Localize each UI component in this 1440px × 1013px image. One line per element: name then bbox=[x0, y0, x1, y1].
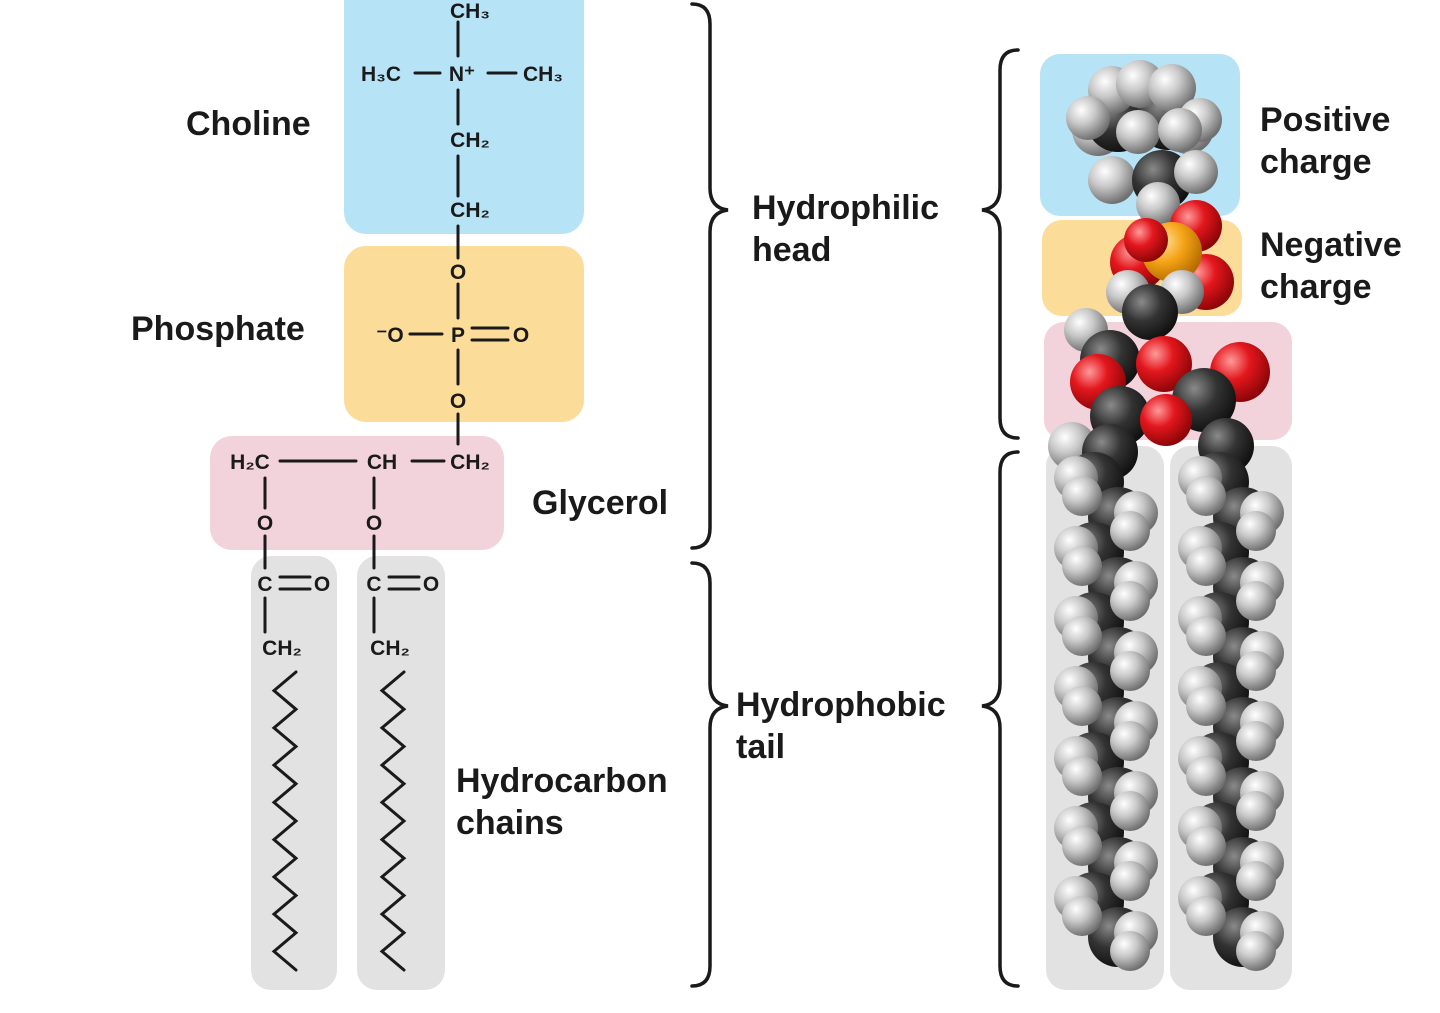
formula-bonds bbox=[263, 20, 518, 972]
glycerol-h2c-label: H₂C bbox=[230, 451, 270, 474]
phosphate-oxygen-top: O bbox=[450, 261, 466, 284]
space-filling-head-atoms bbox=[1048, 60, 1270, 480]
hydrocarbon-chain-region-1 bbox=[251, 556, 337, 990]
hydrogen-atom bbox=[1110, 581, 1150, 621]
hydrogen-atom bbox=[1110, 511, 1150, 551]
hydrogen-atom bbox=[1062, 476, 1102, 516]
hydrogen-atom bbox=[1236, 791, 1276, 831]
hydrogen-atom bbox=[1062, 756, 1102, 796]
hydrocarbon-zigzag-2 bbox=[379, 670, 407, 972]
ester-oxygen-2: O bbox=[366, 512, 382, 535]
hydrophobic-label-line2: tail bbox=[736, 728, 786, 766]
carbonyl-oxygen-2: O bbox=[423, 573, 439, 596]
hydrogen-atom bbox=[1088, 156, 1136, 204]
positive-charge-label: Positive charge bbox=[1260, 99, 1390, 183]
hydrogen-atom bbox=[1062, 616, 1102, 656]
carbon-atom bbox=[1122, 284, 1178, 340]
hydrogen-atom bbox=[1236, 931, 1276, 971]
methyl-left-label: H₃C bbox=[361, 63, 401, 86]
carbonyl-carbon-1: C bbox=[257, 573, 272, 596]
hydrocarbon-chains-label: Hydrocarbon chains bbox=[456, 760, 668, 844]
hydrogen-atom bbox=[1062, 546, 1102, 586]
hydrocarbon-zigzag-1 bbox=[271, 670, 299, 972]
positive-label-line1: Positive bbox=[1260, 101, 1391, 139]
hydrogen-atom bbox=[1110, 861, 1150, 901]
hydrophobic-tail-label: Hydrophobic tail bbox=[736, 684, 946, 768]
carbonyl-carbon-2: C bbox=[366, 573, 381, 596]
hydrophobic-brace-right bbox=[981, 450, 1020, 988]
negative-charge-label: Negative charge bbox=[1260, 224, 1402, 308]
glycerol-label: Glycerol bbox=[532, 484, 669, 522]
hydrogen-atom bbox=[1062, 896, 1102, 936]
glycerol-ch2-label: CH₂ bbox=[450, 451, 490, 474]
hydrocarbon-label-line1: Hydrocarbon bbox=[456, 762, 668, 800]
hydrogen-atom bbox=[1110, 721, 1150, 761]
nitrogen-label: N⁺ bbox=[449, 63, 475, 86]
hydrophilic-label-line2: head bbox=[752, 231, 832, 269]
hydrogen-atom bbox=[1186, 756, 1226, 796]
phosphorus-label: P bbox=[451, 324, 465, 347]
phosphate-label: Phosphate bbox=[131, 310, 305, 348]
chain-ch2-label-1: CH₂ bbox=[262, 637, 302, 660]
glycerol-ch-label: CH bbox=[367, 451, 397, 474]
hydrogen-atom bbox=[1062, 826, 1102, 866]
choline-ch2-label-1: CH₂ bbox=[450, 129, 490, 152]
oxygen-atom bbox=[1140, 394, 1192, 446]
hydrogen-atom bbox=[1136, 182, 1180, 226]
oxygen-atom bbox=[1124, 218, 1168, 262]
choline-label: Choline bbox=[186, 105, 311, 143]
hydrogen-atom bbox=[1236, 511, 1276, 551]
hydrophobic-brace-left bbox=[690, 561, 729, 988]
oxygen-atom bbox=[1136, 336, 1192, 392]
hydrogen-atom bbox=[1116, 110, 1160, 154]
hydrogen-atom bbox=[1062, 686, 1102, 726]
methyl-right-label: CH₃ bbox=[523, 63, 563, 86]
hydrophilic-head-label: Hydrophilic head bbox=[752, 187, 939, 271]
hydrophilic-label-line1: Hydrophilic bbox=[752, 189, 940, 227]
hydrophobic-label-line1: Hydrophobic bbox=[736, 686, 946, 724]
hydrogen-atom bbox=[1110, 651, 1150, 691]
hydrophilic-brace-right bbox=[981, 48, 1020, 440]
space-filling-tail-2-atoms bbox=[1178, 452, 1284, 971]
phosphate-oxygen-double: O bbox=[513, 324, 529, 347]
hydrogen-atom bbox=[1236, 861, 1276, 901]
negative-label-line1: Negative bbox=[1260, 226, 1402, 264]
hydrogen-atom bbox=[1186, 616, 1226, 656]
hydrogen-atom bbox=[1236, 651, 1276, 691]
hydrogen-atom bbox=[1110, 931, 1150, 971]
glycerol-region bbox=[210, 436, 504, 550]
hydrogen-atom bbox=[1186, 686, 1226, 726]
choline-ch2-label-2: CH₂ bbox=[450, 199, 490, 222]
hydrogen-atom bbox=[1236, 721, 1276, 761]
phosphate-oxygen-bottom: O bbox=[450, 390, 466, 413]
chain-ch2-label-2: CH₂ bbox=[370, 637, 410, 660]
space-filling-tail-1-atoms bbox=[1054, 452, 1158, 971]
hydrogen-atom bbox=[1186, 826, 1226, 866]
methyl-top-label: CH₃ bbox=[450, 0, 490, 23]
hydrogen-atom bbox=[1148, 64, 1196, 112]
hydrogen-atom bbox=[1186, 546, 1226, 586]
hydrogen-atom bbox=[1236, 581, 1276, 621]
carbonyl-oxygen-1: O bbox=[314, 573, 330, 596]
hydrocarbon-label-line2: chains bbox=[456, 804, 564, 842]
hydrophilic-brace-left bbox=[690, 2, 729, 550]
ester-oxygen-1: O bbox=[257, 512, 273, 535]
hydrocarbon-chain-region-2 bbox=[357, 556, 445, 990]
hydrogen-atom bbox=[1174, 150, 1218, 194]
phosphate-oxygen-minus: ⁻O bbox=[376, 324, 403, 347]
phosphate-region bbox=[344, 246, 584, 422]
hydrogen-atom bbox=[1158, 108, 1202, 152]
positive-label-line2: charge bbox=[1260, 143, 1372, 181]
hydrogen-atom bbox=[1186, 896, 1226, 936]
hydrogen-atom bbox=[1186, 476, 1226, 516]
choline-region bbox=[344, 0, 584, 234]
negative-label-line2: charge bbox=[1260, 268, 1372, 306]
hydrogen-atom bbox=[1110, 791, 1150, 831]
hydrogen-atom bbox=[1066, 96, 1110, 140]
